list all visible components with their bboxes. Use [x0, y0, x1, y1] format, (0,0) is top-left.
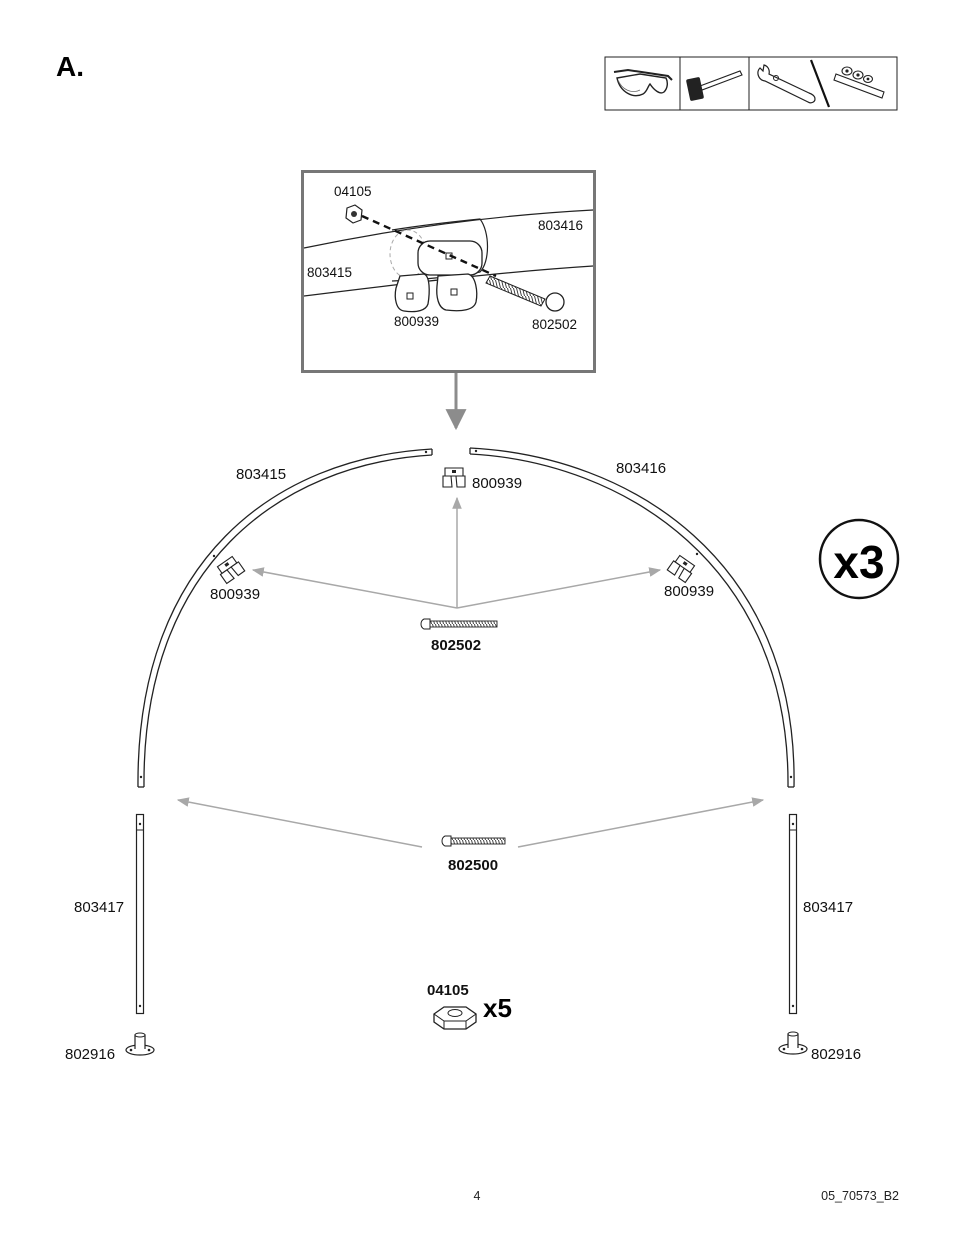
detail-nut-label: 04105 — [334, 184, 372, 199]
wrench-icon — [757, 64, 816, 104]
left-connector-label: 800939 — [210, 586, 260, 603]
leg-bolt-arrows — [176, 797, 765, 848]
arch-bolt-label: 802502 — [431, 637, 481, 654]
left-arch-label: 803415 — [236, 466, 286, 483]
left-leg — [135, 813, 145, 1015]
left-connector-shape — [216, 555, 246, 585]
arch-bolt-arrows — [251, 496, 662, 609]
right-leg-label: 803417 — [803, 899, 853, 916]
tool-panel — [604, 56, 898, 111]
detail-connector-label: 800939 — [394, 314, 439, 329]
step-label: A. — [56, 51, 84, 82]
detail-bolt-shape — [485, 275, 565, 312]
right-connector-shape — [666, 554, 696, 584]
detail-nut-shape — [345, 204, 363, 224]
detail-connector-shape — [394, 240, 483, 313]
safety-glasses-icon — [613, 68, 673, 97]
socket-set-icon — [833, 66, 885, 99]
right-connector-label: 800939 — [664, 583, 714, 600]
left-foot-shape — [125, 1032, 155, 1056]
right-foot-label: 802916 — [811, 1046, 861, 1063]
top-connector-shape — [442, 467, 466, 488]
arch-bolt-shape — [420, 618, 498, 630]
repeat-label: x3 — [833, 536, 884, 588]
nut-quantity: x5 — [483, 993, 512, 1023]
leg-bolt-shape — [441, 835, 506, 847]
detail-right-arch-label: 803416 — [538, 218, 583, 233]
right-arch — [469, 447, 795, 788]
right-arch-label: 803416 — [616, 460, 666, 477]
leg-bolt-label: 802500 — [448, 857, 498, 874]
detail-callout: 04105 803416 803415 800939 802502 — [301, 170, 596, 373]
tool-divider-slash — [809, 59, 831, 108]
right-foot-shape — [778, 1031, 808, 1055]
doc-code: 05_70573_B2 — [821, 1189, 899, 1203]
detail-left-arch-label: 803415 — [307, 265, 352, 280]
top-connector-label: 800939 — [472, 475, 522, 492]
hex-nut-shape — [433, 1006, 477, 1030]
left-foot-label: 802916 — [65, 1046, 115, 1063]
nut-label: 04105 — [427, 982, 469, 999]
detail-bolt-label: 802502 — [532, 317, 577, 332]
right-leg — [788, 813, 798, 1015]
left-arch — [137, 448, 433, 788]
left-leg-label: 803417 — [74, 899, 124, 916]
hammer-icon — [686, 70, 743, 101]
page-number: 4 — [474, 1189, 481, 1203]
repeat-badge: x3 — [818, 518, 900, 600]
